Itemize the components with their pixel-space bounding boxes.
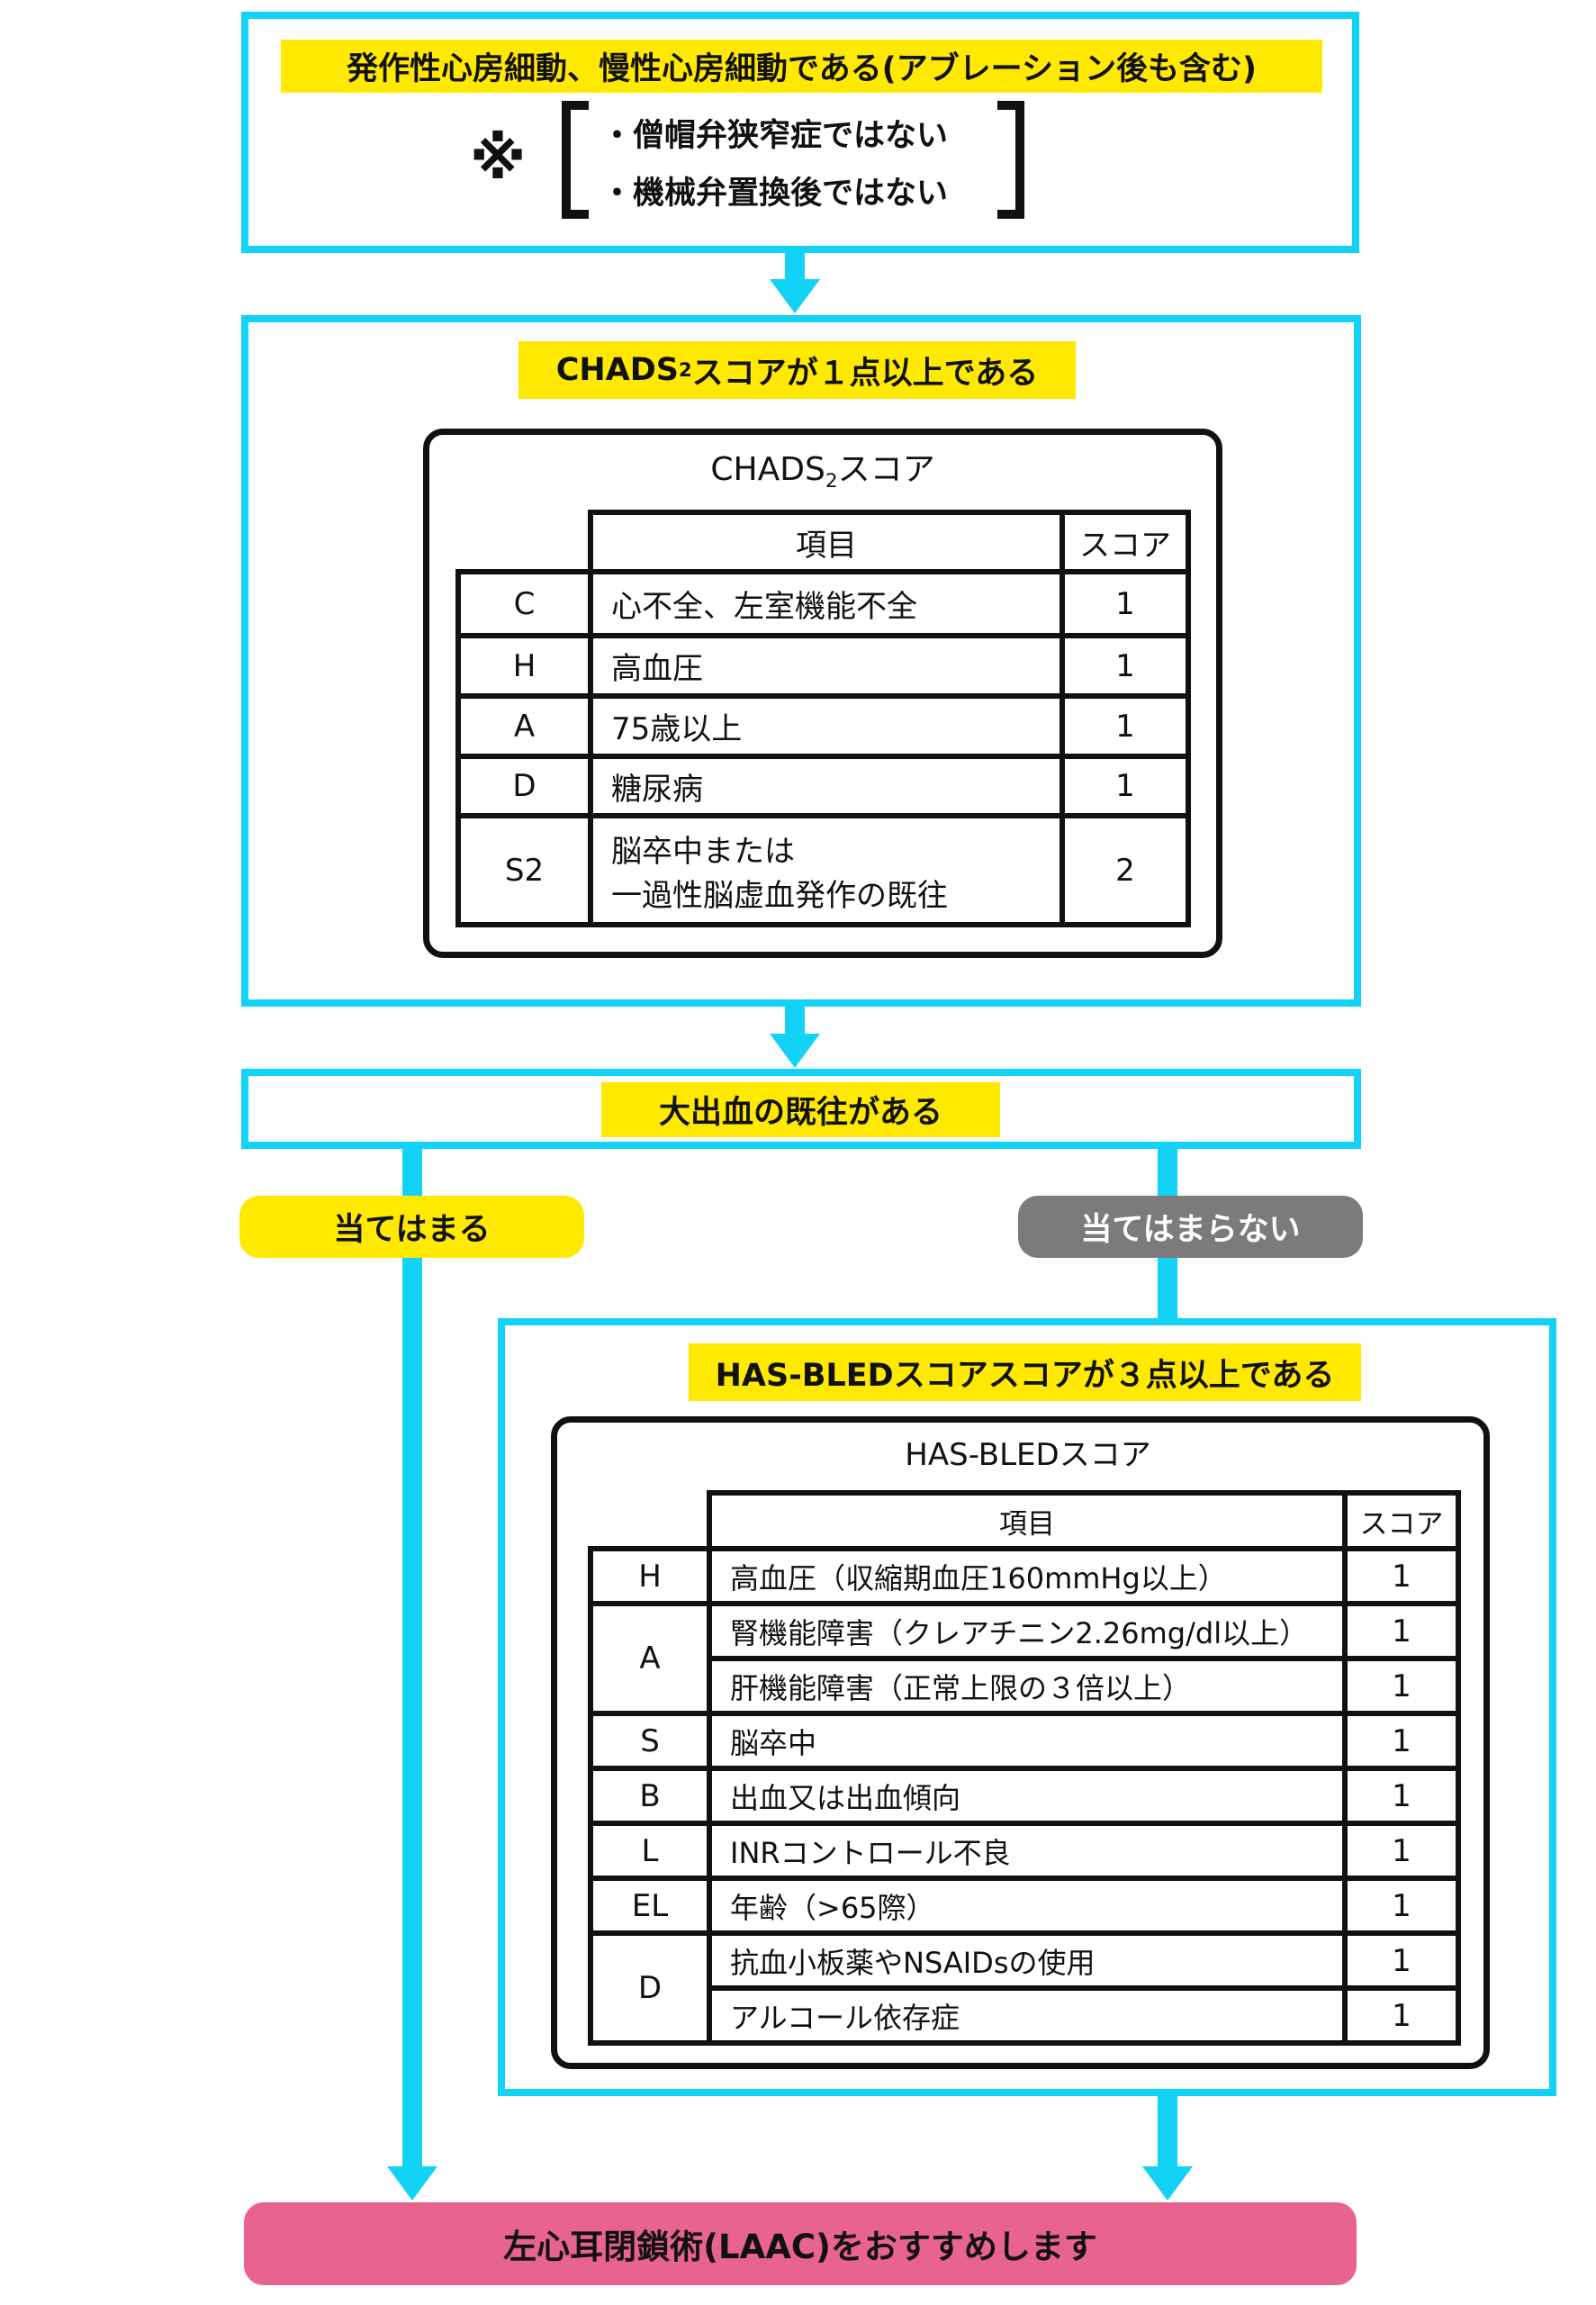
row-score: 1 [1342,1601,1461,1661]
chads2-table-title: CHADS2スコア [710,451,935,493]
row-score: 1 [1059,633,1191,699]
result-box: 左心耳閉鎖術(LAAC)をおすすめします [244,2202,1357,2285]
row-score: 1 [1342,1876,1461,1936]
row-item: アルコール依存症 [707,1985,1348,2046]
header-score: スコア [1059,510,1191,574]
row-code: H [455,633,593,699]
yes-path-line [402,1149,422,2175]
row-score: 1 [1342,1821,1461,1881]
row-score: 1 [1342,1546,1461,1606]
row-score: 1 [1342,1766,1461,1826]
header-score: スコア [1342,1490,1461,1551]
no-path-arrow-head [1142,2166,1193,2201]
row-item: 糖尿病 [588,754,1065,818]
row-code: A [588,1601,712,1716]
header-item: 項目 [707,1490,1348,1551]
row-code: D [455,754,593,818]
hasbled-table-title: HAS-BLEDスコア [905,1437,1151,1473]
row-score: 1 [1342,1656,1461,1716]
table-row: 肝機能障害（正常上限の３倍以上）1 [591,1656,1461,1716]
row-item: 脳卒中 [707,1711,1348,1771]
row-item: 抗血小板薬やNSAIDsの使用 [707,1930,1348,1991]
row-score: 1 [1342,1711,1461,1771]
row-code: L [588,1821,712,1881]
row-score: 2 [1059,813,1191,927]
row-code: A [455,693,593,759]
row-score: 1 [1059,754,1191,818]
arrow-2-shaft [785,1007,805,1037]
arrow-1-head [770,279,820,313]
row-code: S [588,1711,712,1771]
step1-title: 発作性心房細動、慢性心房細動である(アブレーション後も含む) [281,40,1322,93]
row-item: 腎機能障害（クレアチニン2.26mg/dl以上） [707,1601,1348,1661]
left-bracket [562,101,589,219]
row-item: 出血又は出血傾向 [707,1766,1348,1826]
row-item-line2: 一過性脳虚血発作の既往 [611,877,948,914]
no-label: 当てはまらない [1018,1196,1363,1258]
row-item: 高血圧 [588,633,1065,699]
row-item: 年齢（>65際） [707,1876,1348,1936]
row-code: EL [588,1876,712,1936]
note-mark: ※ [470,126,527,193]
row-item: 高血圧（収縮期血圧160mmHg以上） [707,1546,1348,1606]
condition-1: ・僧帽弁狭窄症ではない [601,118,949,154]
row-code: D [588,1930,712,2046]
step3-title: 大出血の既往がある [601,1082,1000,1137]
condition-2: ・機械弁置換後ではない [601,176,949,212]
row-score: 1 [1342,1930,1461,1991]
yes-label: 当てはまる [239,1196,584,1258]
row-code: H [588,1546,712,1606]
row-code: B [588,1766,712,1826]
row-item: 肝機能障害（正常上限の３倍以上） [707,1656,1348,1716]
row-code: S2 [455,813,593,927]
row-score: 1 [1059,569,1191,638]
row-item: 75歳以上 [588,693,1065,759]
row-item: INRコントロール不良 [707,1821,1348,1881]
arrow-2-head [770,1034,820,1068]
no-path-line-lower [1158,2096,1177,2168]
row-item: 心不全、左室機能不全 [588,569,1065,638]
row-item: 脳卒中または一過性脳虚血発作の既往 [588,813,1065,927]
step4-title: HAS-BLEDスコアスコアが３点以上である [689,1343,1361,1401]
yes-path-arrow-head [387,2166,437,2201]
right-bracket [997,101,1024,219]
arrow-1-shaft [785,253,805,284]
row-item-line1: 脳卒中または [611,833,795,870]
row-score: 1 [1059,693,1191,759]
row-score: 1 [1342,1985,1461,2046]
row-code: C [455,569,593,638]
header-item: 項目 [588,510,1065,574]
